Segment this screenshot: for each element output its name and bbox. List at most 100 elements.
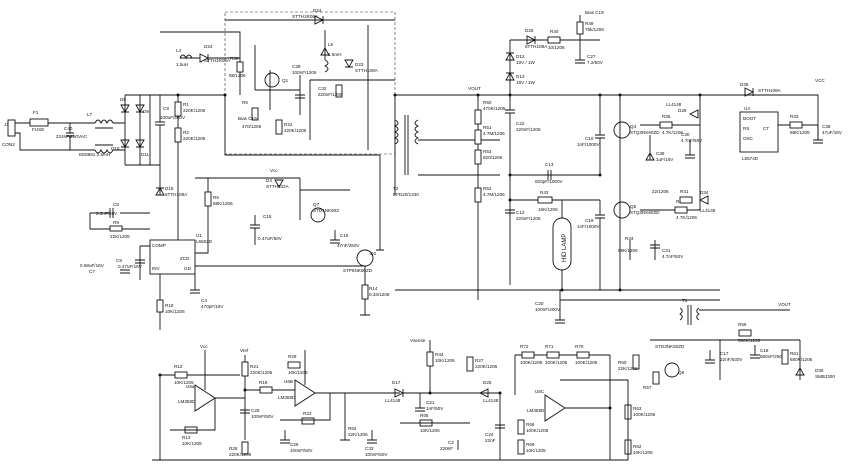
r12-label: R12 — [174, 364, 183, 369]
r69-value: 10K/1206 — [526, 448, 546, 453]
r71-value: 100K/1206 — [545, 360, 568, 365]
fuse-label: FUSE — [32, 127, 44, 132]
c16-label: C16 — [340, 233, 349, 238]
choke-l7: L7 EE8881 0.5mH — [79, 112, 114, 157]
r1-value: 220K/1206 — [183, 108, 206, 113]
boot-pin: BOOT — [743, 116, 756, 121]
l6-label: L6 — [328, 42, 334, 47]
c33-value: 100nF/50V — [365, 452, 388, 457]
c20-label: C20 — [535, 301, 544, 306]
r50-value: 470K/1206 — [483, 106, 506, 111]
r33-label: R33 — [790, 114, 799, 119]
r43-value: 15K/1206 — [538, 207, 558, 212]
ic-u4 — [739, 111, 779, 153]
c18-label: C18 — [760, 348, 769, 353]
vcc-u6a: Vcc — [200, 344, 208, 349]
junctions — [158, 93, 702, 410]
r56-value: 560K/1206 — [738, 338, 761, 343]
d9-label: D9 — [143, 109, 149, 114]
d34-label: D34 — [700, 190, 709, 195]
r2-value: 220K/1206 — [183, 136, 206, 141]
u1-label: U1 — [196, 233, 202, 238]
r34-label: R34 — [625, 236, 634, 241]
r40-label: R40 — [550, 29, 559, 34]
r5-label: R5 — [213, 195, 219, 200]
r66-value: 100K/1206 — [526, 428, 549, 433]
t2-label: T2 — [393, 186, 399, 191]
q7-transistor — [310, 207, 326, 223]
q7-value: STD1NK60Z — [313, 208, 339, 213]
q4-value: STQ3NK60ZD — [630, 130, 660, 135]
c7-value: 0.68uF/16V — [80, 263, 105, 268]
c27-value: 7.2/50V — [587, 60, 604, 65]
f1-label: F1 — [33, 110, 39, 115]
c13-value: 820pF/1000V — [535, 179, 564, 184]
r27-label: R27 — [475, 358, 484, 363]
r49-value: 75k/1206 — [585, 27, 604, 32]
c19-label: C19 — [585, 218, 594, 223]
r21-label: R21 — [250, 364, 259, 369]
c22-value: 220nF/1206 — [516, 127, 541, 132]
q2-mosfet — [356, 249, 374, 267]
c2-label: C2 — [448, 440, 454, 445]
r22-label: R22 — [284, 122, 293, 127]
q6-value: STD3NK50ZD — [655, 344, 685, 349]
d25-label: D25 — [483, 380, 492, 385]
l4-label: L4 — [176, 48, 182, 53]
r29-value: 10K/1206 — [288, 370, 308, 375]
c21-label: C21 — [426, 400, 435, 405]
d28-label: D28 — [678, 108, 687, 113]
c19-value: 1nF/1000V — [577, 224, 600, 229]
d18-label: D18 — [165, 186, 174, 191]
comp-pin: COMP — [152, 243, 166, 248]
r28-value: 220K/1206 — [229, 452, 252, 457]
c13-label: C13 — [545, 162, 554, 167]
pfc-controller: R1 220K/1206 R2 220K/1206 D18 5TTH108A C… — [80, 95, 365, 330]
d35-label: D35 — [740, 82, 749, 87]
c36-value: 1uF/16V — [656, 157, 674, 162]
r6-value: 470/1206 — [242, 124, 262, 129]
c26-label: C26 — [290, 442, 299, 447]
d17-value: LL4148 — [385, 398, 401, 403]
c17-label: C17 — [720, 351, 729, 356]
c24-value: 22nF — [485, 438, 496, 443]
c6-label: C6 — [113, 202, 119, 207]
r35-label: R35 — [662, 114, 671, 119]
u6b-label: U6B — [284, 379, 293, 384]
c33-label: C33 — [365, 446, 374, 451]
u6c-value: LM358D — [527, 408, 545, 413]
c24-label: C24 — [485, 432, 494, 437]
c12-value: 220nF/1206 — [516, 216, 541, 221]
vout-top: VOUT — [468, 86, 481, 91]
r72-value: 100K/1206 — [520, 360, 543, 365]
r63-label: R63 — [633, 406, 642, 411]
r18-label: R18 — [165, 303, 174, 308]
c10-value: 1nF/1000V — [577, 142, 600, 147]
r53-value: 820/1206 — [483, 155, 503, 160]
c25-label: C25 — [251, 408, 260, 413]
c25-value: 100nF/50V — [251, 414, 274, 419]
q6-mosfet — [664, 362, 680, 378]
r61-label: R61 — [790, 351, 799, 356]
d18-value: 5TTH108A — [165, 192, 188, 197]
rs-pin: RS — [743, 126, 749, 131]
r5-value: 68K/1206 — [213, 201, 233, 206]
inv-pin: INV — [152, 266, 161, 271]
d17-label: D17 — [392, 380, 401, 385]
c18-value: 680nF/250V — [760, 354, 786, 359]
d4-value: STTH102A — [266, 184, 290, 189]
c22-label: C22 — [516, 121, 525, 126]
q6-label: Q6 — [678, 370, 685, 375]
r13-value: 10K/1206 — [182, 441, 202, 446]
r62-value: 10K/1206 — [633, 450, 653, 455]
d12-label: D12 — [516, 54, 525, 59]
r44-label: R44 — [435, 352, 444, 357]
r23-label: R23 — [303, 411, 312, 416]
c28-label: C28 — [292, 64, 301, 69]
d35-value: STTH108A — [758, 88, 782, 93]
c21-value: 1nF/50V — [426, 406, 444, 411]
d10-label: D10 — [111, 146, 120, 151]
r6-label: R6 — [242, 100, 248, 105]
d13-value: 18V / 1W — [516, 80, 536, 85]
